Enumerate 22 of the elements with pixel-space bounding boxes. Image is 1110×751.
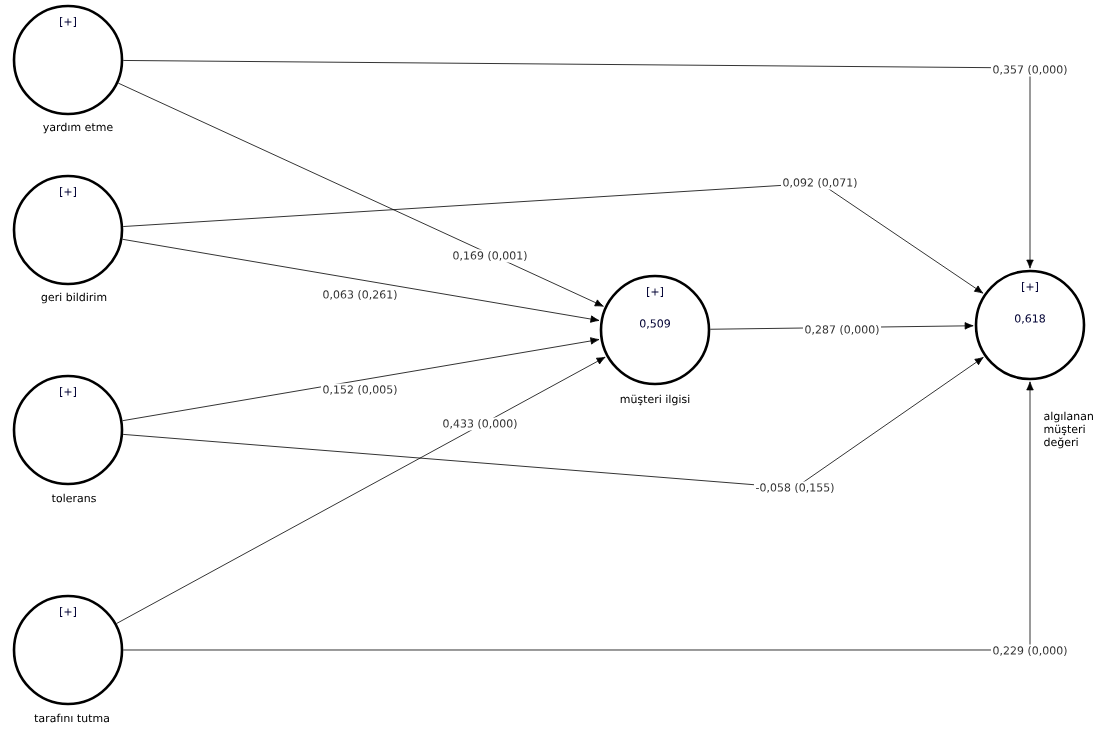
edge-label: 0,092 (0,071) (781, 176, 860, 190)
edge-label: 0,287 (0,000) (803, 323, 882, 337)
path-arrow (122, 182, 984, 294)
path-arrow (117, 82, 604, 307)
edge-label: 0,433 (0,000) (441, 417, 520, 431)
path-arrow (122, 238, 600, 323)
edge-label: 0,169 (0,001) (451, 249, 530, 263)
construct-label: tolerans (51, 493, 96, 503)
edge-label: 0,063 (0,261) (321, 288, 400, 302)
edge-label: 0,357 (0,000) (991, 63, 1070, 77)
edge-label: 0,229 (0,000) (991, 644, 1070, 658)
construct-label: algılanan müşteri değeri (1044, 411, 1093, 449)
path-arrow (122, 337, 600, 422)
path-arrow (122, 60, 1034, 269)
edge-label: -0,058 (0,155) (754, 481, 836, 495)
path-arrow (116, 356, 606, 624)
construct-label: tarafını tutma (34, 713, 109, 723)
edge-label: 0,152 (0,005) (321, 383, 400, 397)
construct-label: yardım etme (43, 122, 113, 134)
construct-label: müşteri ilgisi (620, 394, 690, 406)
construct-label: geri bildirim (41, 292, 107, 304)
path-arrow (122, 381, 1034, 651)
